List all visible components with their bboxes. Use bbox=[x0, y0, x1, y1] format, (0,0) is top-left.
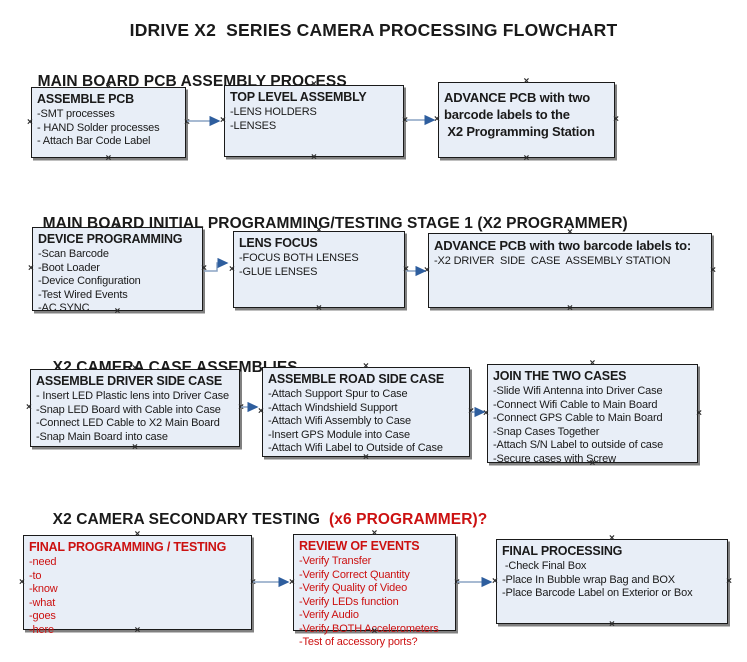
connector-handle-icon: × bbox=[403, 263, 409, 275]
box-title: REVIEW OF EVENTS bbox=[299, 539, 420, 553]
connector-handle-icon: × bbox=[132, 442, 138, 453]
box-title: FINAL PROGRAMMING / TESTING bbox=[29, 540, 227, 554]
connector-handle-icon: × bbox=[26, 402, 32, 413]
section-heading-accent: (x6 PROGRAMMER)? bbox=[329, 511, 488, 528]
box-title: FINAL PROCESSING bbox=[502, 544, 623, 558]
connector-handle-icon: × bbox=[726, 575, 732, 587]
box-items: -SMT processes - HAND Solder processes -… bbox=[37, 108, 160, 147]
box-top-level-assembly: TOP LEVEL ASSEMBLY -LENS HOLDERS -LENSES… bbox=[220, 80, 408, 163]
box-assemble-road-side-case: ASSEMBLE ROAD SIDE CASE -Attach Support … bbox=[258, 362, 474, 463]
connector-handle-icon: × bbox=[250, 576, 256, 588]
section-heading-secondary-testing: X2 CAMERA SECONDARY TESTING (x6 PROGRAMME… bbox=[35, 493, 488, 547]
connector-handle-icon: × bbox=[424, 264, 430, 276]
connector-handle-icon: × bbox=[710, 264, 716, 276]
connector-handle-icon: × bbox=[589, 358, 596, 369]
connector-handle-icon: × bbox=[184, 116, 190, 128]
box-items: -Check Final Box -Place In Bubble wrap B… bbox=[502, 560, 693, 599]
connector-handle-icon: × bbox=[609, 533, 615, 544]
box-title: ADVANCE PCB with two barcode labels to: bbox=[434, 238, 692, 253]
box-assemble-driver-side-case: ASSEMBLE DRIVER SIDE CASE - Insert LED P… bbox=[26, 364, 244, 453]
box-title: ASSEMBLE PCB bbox=[37, 92, 134, 106]
connector-handle-icon: × bbox=[613, 114, 619, 125]
connector-handle-icon: × bbox=[19, 576, 25, 588]
connector-handle-icon: × bbox=[229, 263, 235, 275]
connector-handle-icon: × bbox=[27, 116, 33, 128]
box-assemble-pcb: ASSEMBLE PCB -SMT processes - HAND Solde… bbox=[27, 82, 190, 164]
connector-handle-icon: × bbox=[105, 153, 112, 164]
box-title: LENS FOCUS bbox=[239, 236, 318, 250]
box-title: JOIN THE TWO CASES bbox=[493, 369, 627, 383]
connector-handle-icon: × bbox=[434, 114, 440, 125]
connector-handle-icon: × bbox=[492, 575, 498, 587]
connector-handle-icon: × bbox=[258, 406, 264, 417]
box-items: -FOCUS BOTH LENSES -GLUE LENSES bbox=[239, 252, 359, 278]
connector-handle-icon: × bbox=[316, 303, 322, 314]
box-title: TOP LEVEL ASSEMBLY bbox=[230, 90, 367, 104]
box-review-of-events: REVIEW OF EVENTS -Verify Transfer -Verif… bbox=[289, 529, 460, 649]
connector-handle-icon: × bbox=[238, 402, 244, 413]
connector-handle-icon: × bbox=[402, 115, 408, 126]
box-device-programming: DEVICE PROGRAMMING -Scan Barcode -Boot L… bbox=[28, 222, 207, 317]
box-items: -Scan Barcode -Boot Loader -Device Confi… bbox=[38, 248, 141, 314]
box-items: - Insert LED Plastic lens into Driver Ca… bbox=[36, 390, 229, 443]
connector-handle-icon: × bbox=[567, 303, 573, 314]
connector-handle-icon: × bbox=[363, 361, 369, 372]
connector-handle-icon: × bbox=[696, 407, 702, 419]
connector-handle-icon: × bbox=[28, 263, 34, 274]
box-items: -Attach Support Spur to Case -Attach Win… bbox=[268, 388, 443, 454]
connector-handle-icon: × bbox=[468, 406, 474, 417]
box-title: DEVICE PROGRAMMING bbox=[38, 232, 183, 246]
box-title: ADVANCE PCB with two barcode labels to t… bbox=[444, 90, 595, 139]
connector-handle-icon: × bbox=[311, 152, 317, 163]
box-advance-pcb-driver-side: ADVANCE PCB with two barcode labels to: … bbox=[424, 228, 716, 314]
box-join-the-two-cases: JOIN THE TWO CASES -Slide Wifi Antenna i… bbox=[483, 359, 702, 469]
box-items: -need -to -know -what -goes -here bbox=[29, 556, 58, 636]
connector-handle-icon: × bbox=[201, 263, 207, 274]
connector-handle-icon: × bbox=[454, 576, 460, 588]
box-items: -X2 DRIVER SIDE CASE ASSEMBLY STATION bbox=[434, 255, 671, 267]
box-items: -Verify Transfer -Verify Correct Quantit… bbox=[299, 555, 439, 648]
box-final-programming-testing: FINAL PROGRAMMING / TESTING -need -to -k… bbox=[19, 530, 256, 636]
section-heading-text: X2 CAMERA SECONDARY TESTING bbox=[52, 511, 321, 528]
connector-handle-icon: × bbox=[609, 619, 615, 630]
box-items: -Slide Wifi Antenna into Driver Case -Co… bbox=[493, 385, 664, 465]
box-lens-focus: LENS FOCUS -FOCUS BOTH LENSES -GLUE LENS… bbox=[229, 226, 409, 314]
connector-handle-icon: × bbox=[523, 153, 530, 164]
box-title: ASSEMBLE DRIVER SIDE CASE bbox=[36, 374, 223, 388]
connector-handle-icon: × bbox=[289, 576, 295, 588]
box-final-processing: FINAL PROCESSING -Check Final Box -Place… bbox=[492, 534, 732, 630]
connector-handle-icon: × bbox=[523, 76, 530, 87]
box-title: ASSEMBLE ROAD SIDE CASE bbox=[268, 372, 444, 386]
page-title: IDRIVE X2 SERIES CAMERA PROCESSING FLOWC… bbox=[129, 20, 618, 40]
connector-handle-icon: × bbox=[483, 407, 489, 419]
box-items: -LENS HOLDERS -LENSES bbox=[230, 106, 317, 132]
box-advance-pcb-programming-station: ADVANCE PCB with two barcode labels to t… bbox=[434, 77, 619, 164]
connector-device-to-lensfocus bbox=[204, 257, 229, 272]
connector-handle-icon: × bbox=[220, 115, 226, 126]
